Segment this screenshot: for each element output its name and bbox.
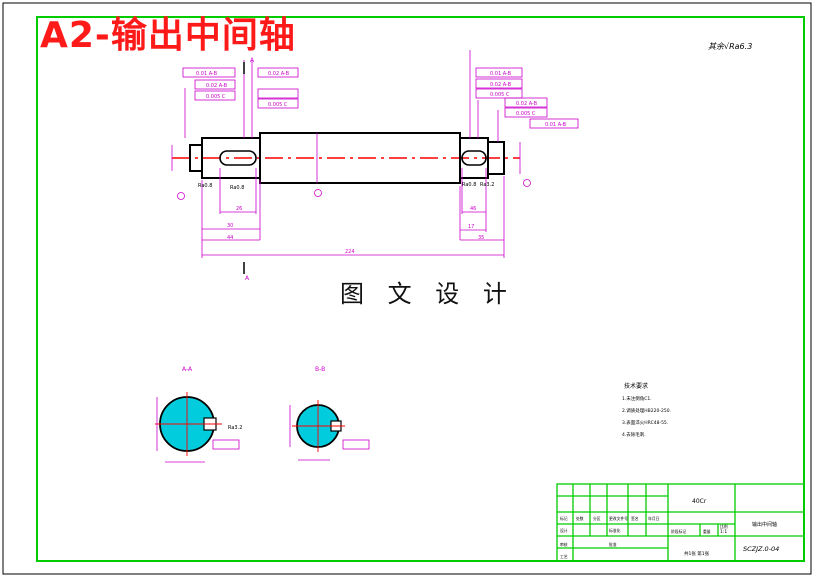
svg-text:0.02 A-B: 0.02 A-B [516, 101, 538, 107]
drawing-title: A2-输出中间轴 [40, 15, 296, 56]
cut-label-top: A [250, 57, 255, 64]
svg-text:0.005 C: 0.005 C [490, 92, 510, 98]
svg-text:签名: 签名 [631, 516, 639, 521]
section-a-roughness: Ra3.2 [228, 425, 242, 431]
svg-text:比例: 比例 [720, 524, 728, 529]
svg-text:Ra0.8: Ra0.8 [230, 185, 244, 191]
inner-frame [36, 16, 805, 562]
svg-text:0.02 A-B: 0.02 A-B [268, 71, 290, 77]
svg-text:阶段标记: 阶段标记 [671, 529, 686, 534]
section-b-dims [289, 405, 370, 461]
svg-text:Ra3.2: Ra3.2 [480, 182, 494, 188]
svg-text:44: 44 [227, 235, 233, 241]
title-block-scale: 1:1 [720, 529, 727, 535]
svg-text:224: 224 [345, 249, 355, 255]
svg-text:重量: 重量 [703, 529, 711, 534]
svg-text:46: 46 [470, 206, 476, 212]
tech-line-1: 1.未注倒角C1. [622, 395, 652, 402]
svg-text:17: 17 [468, 224, 474, 230]
tech-line-2: 2.调质处理HB220-250. [622, 407, 671, 414]
tech-heading: 技术要求 [624, 382, 648, 390]
tolerance-frames [182, 67, 579, 129]
roughness-marks: Ra0.8 Ra0.8 Ra0.8 Ra3.2 [198, 182, 494, 191]
right-keyway [461, 150, 487, 166]
dimension-lines [171, 50, 521, 258]
svg-text:0.005 C: 0.005 C [206, 94, 226, 100]
svg-text:工艺: 工艺 [560, 554, 568, 559]
svg-text:处数: 处数 [576, 516, 584, 521]
svg-text:0.01 A-B: 0.01 A-B [490, 71, 512, 77]
svg-text:0.01 A-B: 0.01 A-B [196, 71, 218, 77]
title-block-material: 40Cr [692, 498, 707, 505]
svg-text:审核: 审核 [560, 542, 568, 547]
title-block-sheet: 共1张 第1张 [684, 550, 710, 557]
roughness-note: 其余√Ra6.3 [708, 42, 752, 51]
svg-text:设计: 设计 [560, 528, 568, 533]
svg-text:30: 30 [227, 223, 233, 229]
svg-text:0.02 A-B: 0.02 A-B [206, 83, 228, 89]
svg-text:0.005 C: 0.005 C [516, 111, 536, 117]
dimension-texts: 26 30 44 224 46 17 35 [227, 206, 484, 255]
svg-text:26: 26 [236, 206, 242, 212]
svg-text:年月日: 年月日 [648, 516, 660, 521]
datum-markers [177, 179, 531, 200]
svg-text:分区: 分区 [593, 516, 601, 521]
svg-text:Ra0.8: Ra0.8 [462, 182, 476, 188]
svg-text:0.02 A-B: 0.02 A-B [490, 82, 512, 88]
tech-line-4: 4.去除毛刺. [622, 431, 646, 438]
svg-text:更改文件号: 更改文件号 [609, 516, 628, 521]
watermark-text: 图 文 设 计 [340, 274, 515, 309]
cut-label-bottom: A [245, 275, 250, 282]
section-a-label: A-A [182, 366, 193, 373]
svg-text:标记: 标记 [560, 516, 568, 521]
title-block-drawing-no: SCZJZ.0-04 [743, 545, 779, 553]
left-keyway [219, 150, 257, 166]
svg-text:0.005 C: 0.005 C [268, 102, 288, 108]
section-b-label: B-B [315, 366, 325, 373]
title-block [556, 483, 805, 562]
shaft-outline [189, 132, 505, 184]
svg-text:0.01 A-B: 0.01 A-B [545, 122, 567, 128]
svg-text:批准: 批准 [609, 542, 617, 547]
svg-text:标准化: 标准化 [609, 528, 621, 533]
title-block-part-name: 输出中间轴 [752, 521, 777, 528]
svg-text:Ra0.8: Ra0.8 [198, 183, 212, 189]
section-a-dims [156, 397, 240, 463]
tolerance-texts: 0.01 A-B 0.02 A-B 0.005 C 0.02 A-B 0.005… [196, 71, 567, 128]
tech-line-3: 3.表面淬火HRC48-55. [622, 419, 668, 426]
title-block-labels: 标记 处数 分区 更改文件号 签名 年月日 设计 标准化 阶段标记 重量 比例 … [560, 516, 728, 559]
svg-text:35: 35 [478, 235, 484, 241]
